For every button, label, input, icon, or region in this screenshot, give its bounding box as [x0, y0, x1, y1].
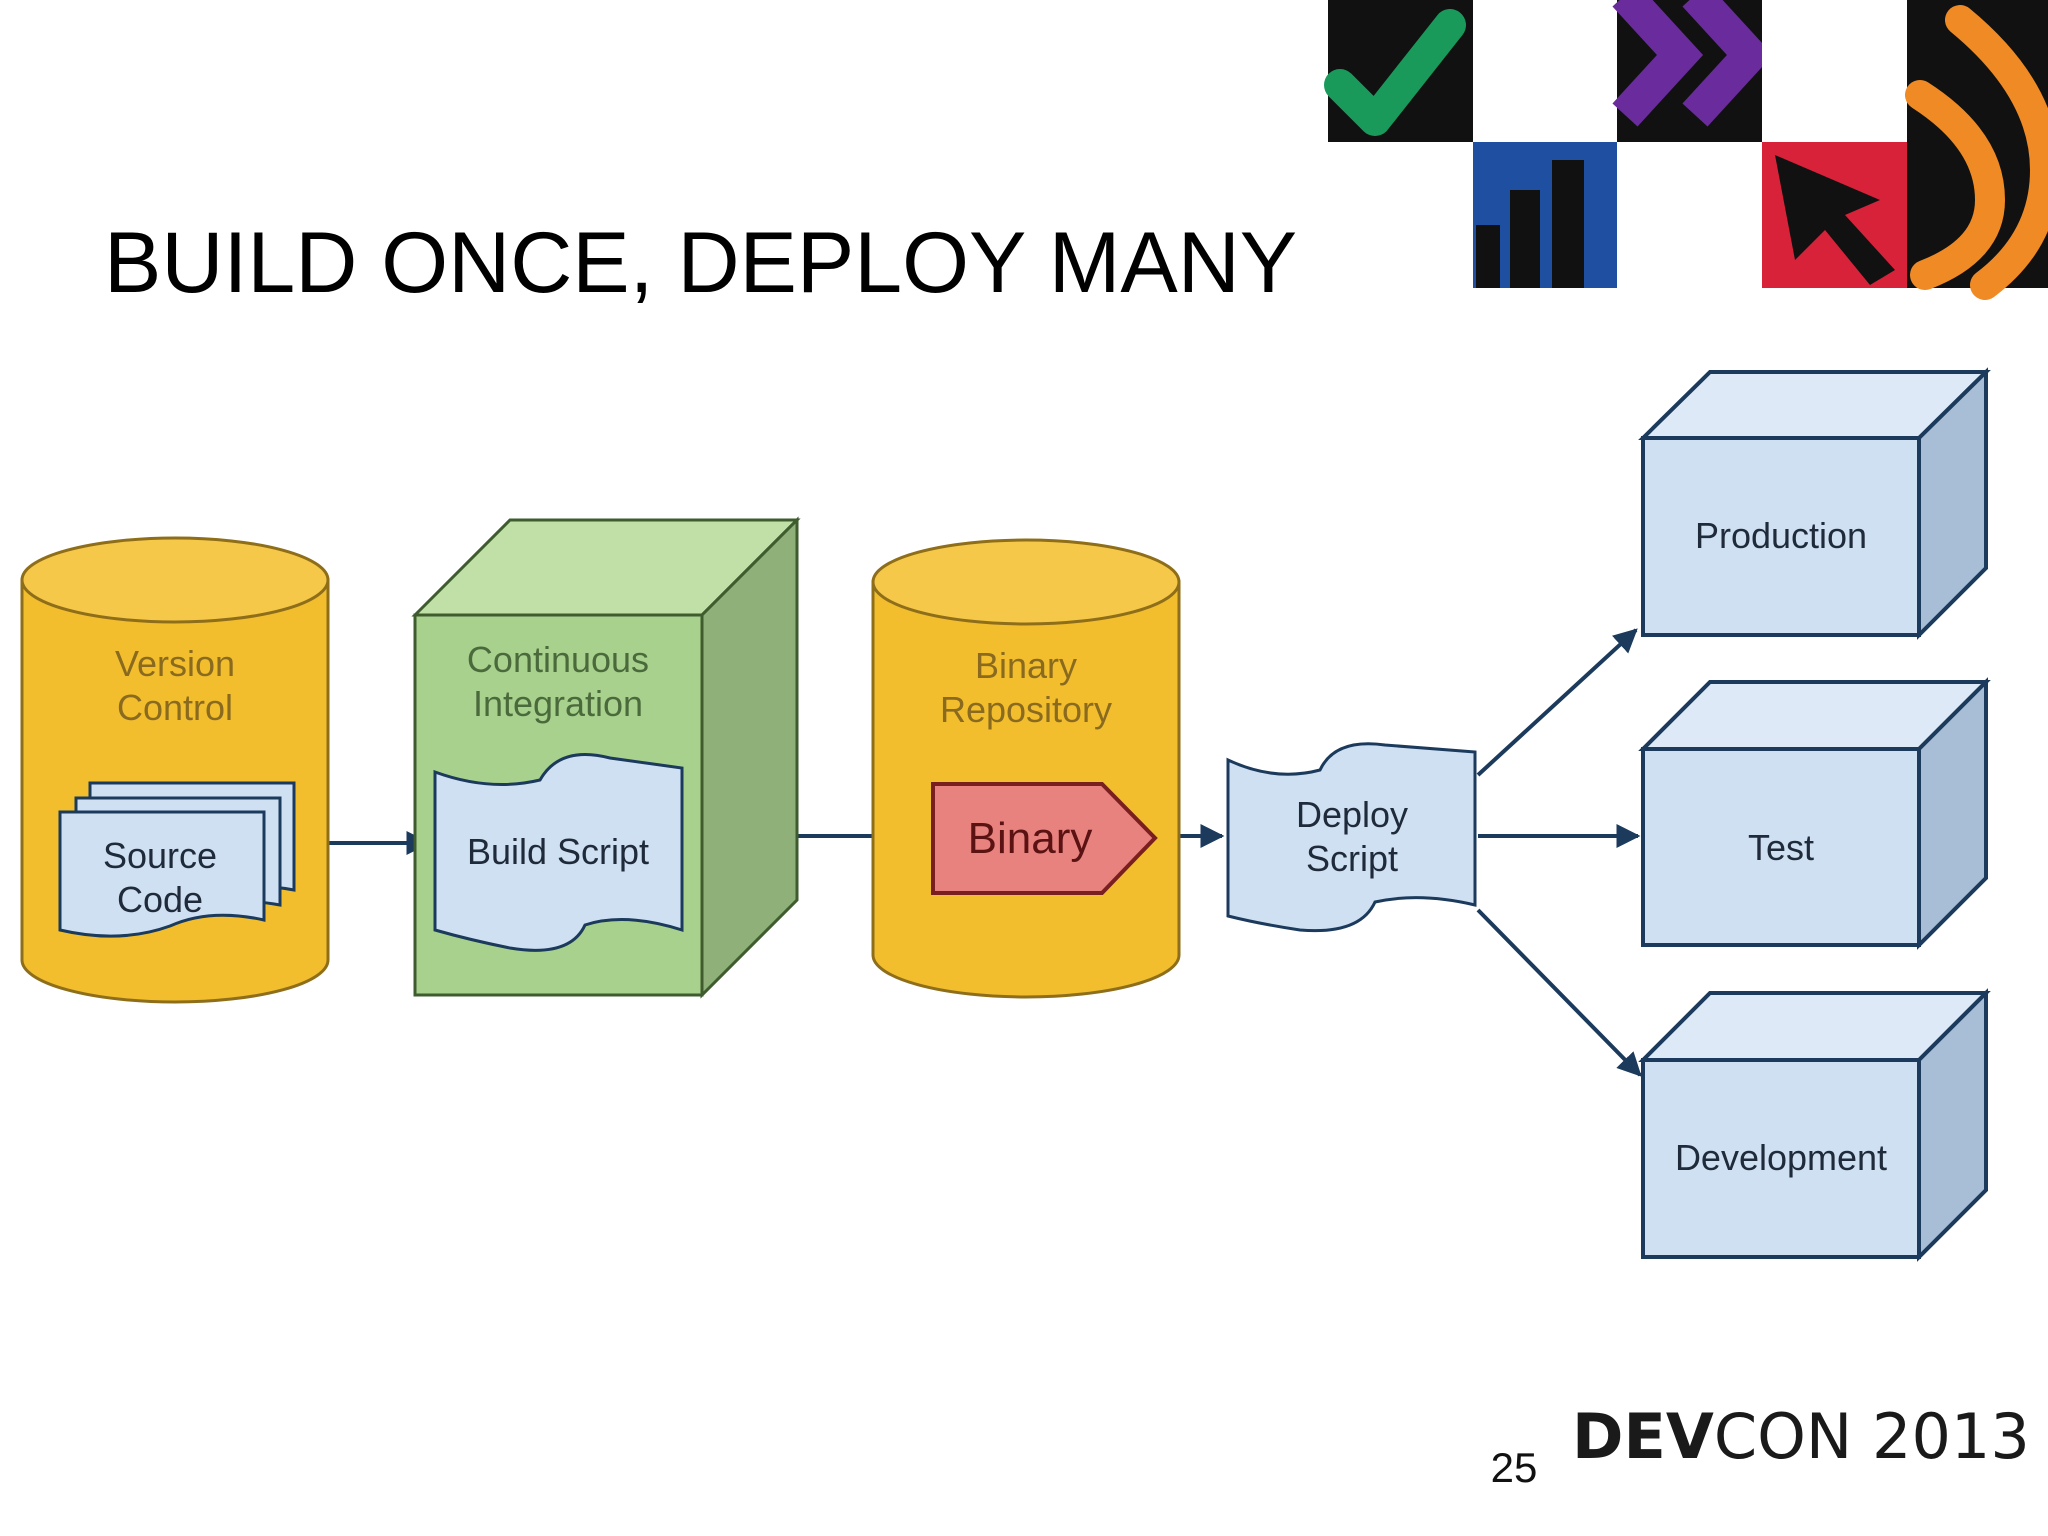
ci-label-2: Integration	[473, 683, 643, 724]
production-label: Production	[1695, 515, 1867, 556]
binary-repository-label-1: Binary	[975, 645, 1077, 686]
development-node: Development	[1638, 988, 1991, 1262]
build-script-document: Build Script	[433, 753, 684, 952]
version-control-node: Version Control Source Code	[20, 536, 330, 1004]
source-code-label-1: Source	[103, 835, 217, 876]
edge-deploy-to-development	[1476, 908, 1642, 1077]
cursor-arrow-icon	[1762, 142, 1907, 288]
source-code-document-stack: Source Code	[58, 781, 296, 938]
signal-bars-icon	[1473, 142, 1617, 288]
sound-waves-icon	[1905, 0, 2048, 300]
brand-bold-part: DEV	[1572, 1400, 1714, 1473]
continuous-integration-node: Continuous Integration Build Script	[411, 516, 801, 999]
binary-artifact: Binary	[931, 782, 1158, 895]
checkmark-icon	[1324, 0, 1473, 142]
test-label: Test	[1748, 827, 1814, 868]
version-control-label-1: Version	[115, 643, 235, 684]
build-script-label: Build Script	[467, 831, 649, 872]
double-chevron-icon	[1612, 0, 1774, 142]
version-control-label-2: Control	[117, 687, 233, 728]
production-node: Production	[1638, 367, 1991, 640]
source-code-label-2: Code	[117, 879, 203, 920]
binary-repository-label-2: Repository	[940, 689, 1112, 730]
deploy-script-label-1: Deploy	[1296, 794, 1408, 835]
devcon-2013-brand: DEVCON 2013	[1572, 1400, 2030, 1473]
deploy-script-label-2: Script	[1306, 838, 1398, 879]
devcon-logo-mosaic	[1324, 0, 2048, 300]
slide-title: BUILD ONCE, DEPLOY MANY	[104, 215, 1297, 311]
binary-label: Binary	[968, 814, 1093, 863]
test-node: Test	[1638, 677, 1991, 950]
page-number: 25	[1491, 1444, 1538, 1491]
ci-label-1: Continuous	[467, 639, 649, 680]
development-label: Development	[1675, 1137, 1887, 1178]
binary-repository-node: Binary Repository Binary	[871, 538, 1181, 999]
deploy-script-node: Deploy Script	[1226, 742, 1477, 933]
brand-rest-part: CON 2013	[1714, 1400, 2030, 1473]
edge-deploy-to-production	[1476, 628, 1638, 777]
